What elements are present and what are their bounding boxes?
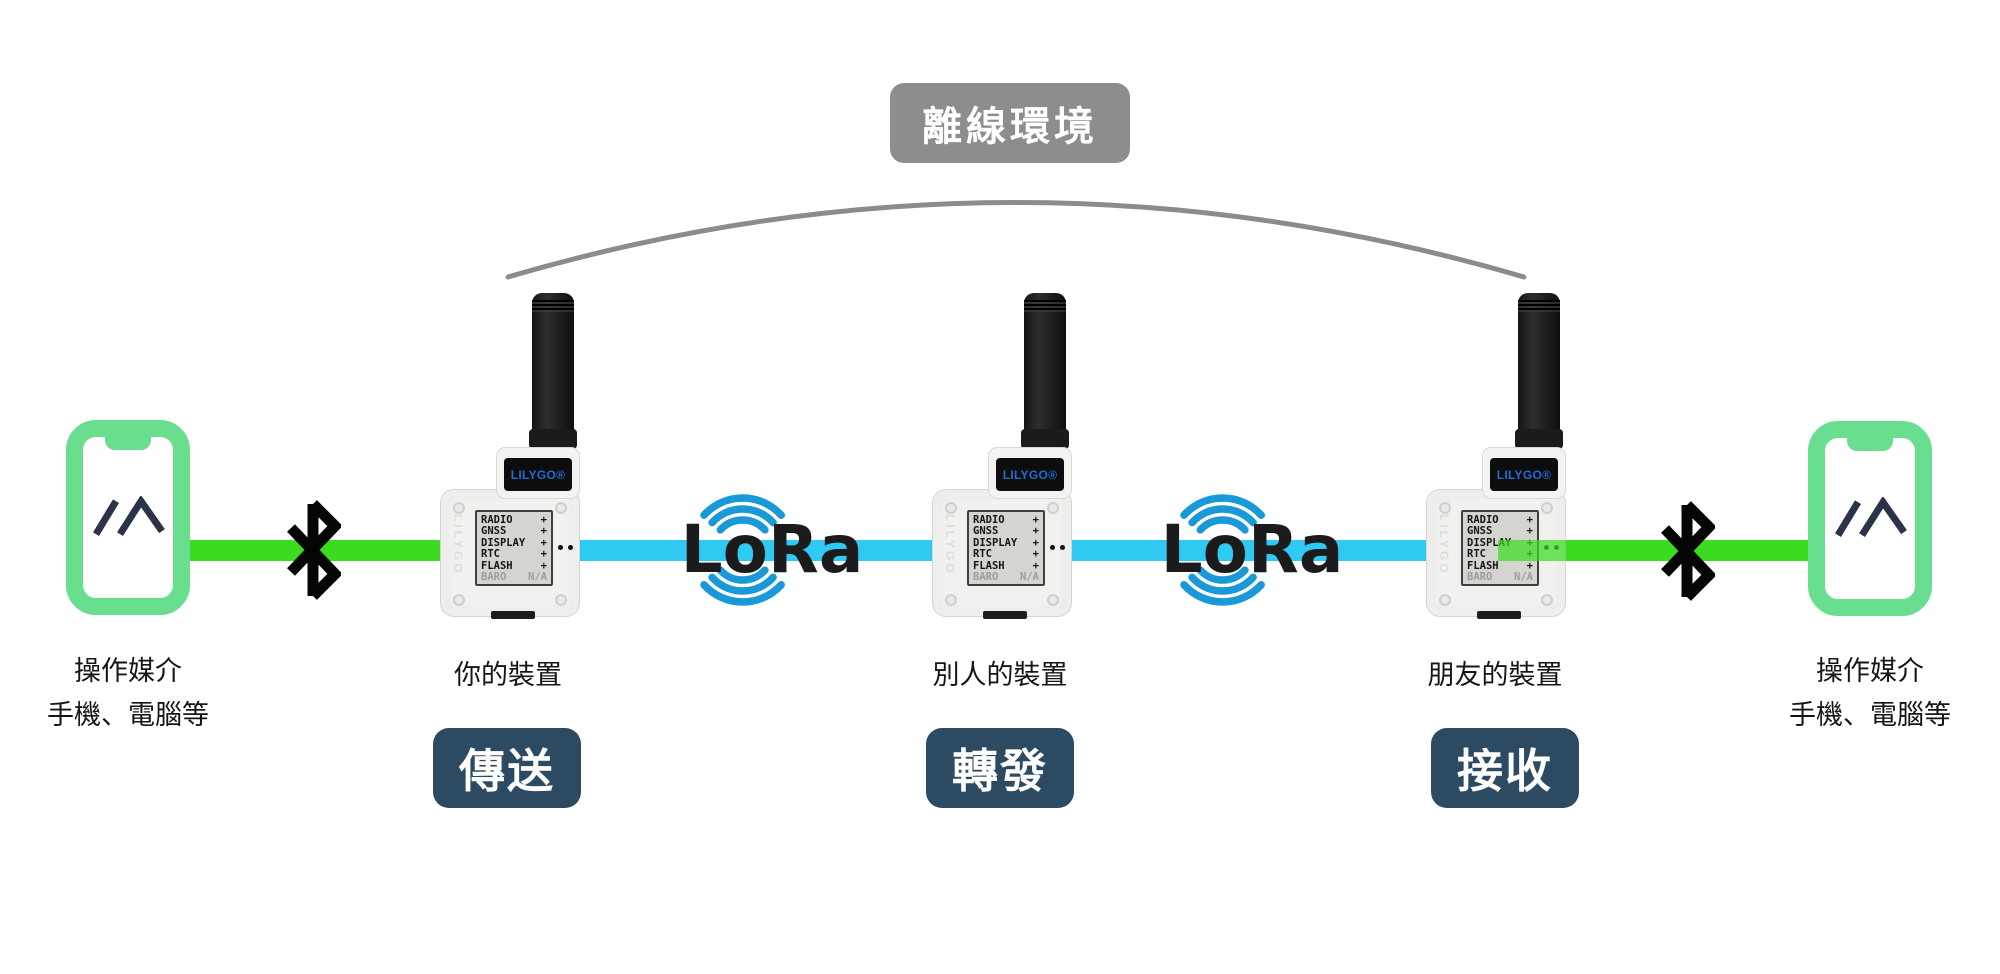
screen-row: RTC+: [973, 548, 1039, 561]
lora-link-line-1: [575, 540, 933, 561]
operator-label-right: 操作媒介 手機、電腦等: [1789, 650, 1951, 737]
device-body: LILYGO RADIO+ GNSS+ DISPLAY+ RTC+ FLASH+…: [932, 489, 1072, 619]
screw-icon: [555, 594, 567, 606]
offline-environment-badge: 離線環境: [890, 83, 1130, 163]
embossed-brand: LILYGO: [943, 514, 957, 576]
action-badge-receive: 接收: [1431, 728, 1579, 808]
operator-label-left: 操作媒介 手機、電腦等: [47, 650, 209, 737]
device-label-relay: 別人的裝置: [932, 660, 1068, 690]
screw-icon: [1439, 594, 1451, 606]
device-body: LILYGO RADIO+ GNSS+ DISPLAY+ RTC+ FLASH+…: [440, 489, 580, 619]
antenna-icon: [1021, 293, 1069, 449]
bluetooth-icon-left: [287, 500, 341, 600]
screen-row: RTC+: [481, 548, 547, 561]
screw-icon: [1439, 502, 1451, 514]
screen-row: RADIO+: [973, 514, 1039, 526]
phone-icon-right: [1808, 421, 1932, 616]
screw-icon: [945, 594, 957, 606]
usb-port: [983, 611, 1027, 619]
screw-icon: [1541, 502, 1553, 514]
bluetooth-icon-right: [1661, 501, 1715, 601]
embossed-brand: LILYGO: [451, 514, 465, 576]
device-top-bezel: LILYGO®: [496, 447, 580, 499]
operator-line2: 手機、電腦等: [47, 699, 209, 730]
brand-label: LILYGO®: [504, 458, 572, 491]
lora-text: LoRa: [680, 511, 864, 588]
screw-icon: [1047, 594, 1059, 606]
device-top-bezel: LILYGO®: [1482, 447, 1566, 499]
device-top-bezel: LILYGO®: [988, 447, 1072, 499]
usb-port: [491, 611, 535, 619]
operator-line1: 操作媒介: [74, 656, 182, 686]
screen-row: GNSS+: [973, 525, 1039, 538]
screw-icon: [1047, 502, 1059, 514]
usb-port: [1477, 611, 1521, 619]
brand-label: LILYGO®: [1490, 458, 1558, 491]
screw-icon: [453, 594, 465, 606]
antenna-icon: [529, 293, 577, 449]
mesh-logo-icon: [1835, 496, 1907, 537]
screen-row: RADIO+: [481, 514, 547, 526]
screw-icon: [945, 502, 957, 514]
bluetooth-link-line-right-overlay: [1498, 540, 1568, 561]
lora-label-2: LoRa: [1161, 494, 1343, 606]
screw-icon: [555, 502, 567, 514]
action-badge-send: 傳送: [433, 728, 581, 808]
device-label-friend: 朋友的裝置: [1427, 660, 1563, 690]
lora-device-relay: LILYGO® LILYGO RADIO+ GNSS+ DISPLAY+ RTC…: [932, 293, 1072, 619]
screen-row: FLASH+: [1467, 559, 1533, 572]
antenna-icon: [1515, 293, 1563, 449]
lora-text: LoRa: [1160, 511, 1344, 588]
operator-line1: 操作媒介: [1816, 656, 1924, 686]
embossed-brand: LILYGO: [1437, 514, 1451, 576]
screen-row: FLASH+: [481, 559, 547, 572]
brand-label: LILYGO®: [996, 458, 1064, 491]
screen-row: DISPLAY+: [973, 536, 1039, 549]
lora-link-line-2: [1071, 540, 1427, 561]
screen-row: GNSS+: [1467, 525, 1533, 538]
mesh-logo-icon: [93, 495, 165, 536]
lora-signal-icon: [700, 494, 785, 606]
screen-row: FLASH+: [973, 559, 1039, 572]
phone-notch: [1847, 436, 1893, 451]
phone-notch: [105, 435, 151, 450]
lora-device-friend: LILYGO® LILYGO RADIO+ GNSS+ DISPLAY+ RTC…: [1426, 293, 1566, 619]
device-label-yours: 你的裝置: [454, 660, 562, 690]
lora-label-1: LoRa: [681, 494, 863, 606]
indicator-dots-icon: [558, 545, 573, 550]
screen-row: DISPLAY+: [481, 536, 547, 549]
screen-row: RADIO+: [1467, 514, 1533, 526]
indicator-dots-icon: [1050, 545, 1065, 550]
screen-row: GNSS+: [481, 525, 547, 538]
phone-icon-left: [66, 420, 190, 615]
lora-signal-icon: [1180, 494, 1265, 606]
screw-icon: [453, 502, 465, 514]
operator-line2: 手機、電腦等: [1789, 699, 1951, 730]
screw-icon: [1541, 594, 1553, 606]
action-badge-forward: 轉發: [926, 728, 1074, 808]
lora-device-yours: LILYGO® LILYGO RADIO+ GNSS+ DISPLAY+ RTC…: [440, 293, 580, 619]
